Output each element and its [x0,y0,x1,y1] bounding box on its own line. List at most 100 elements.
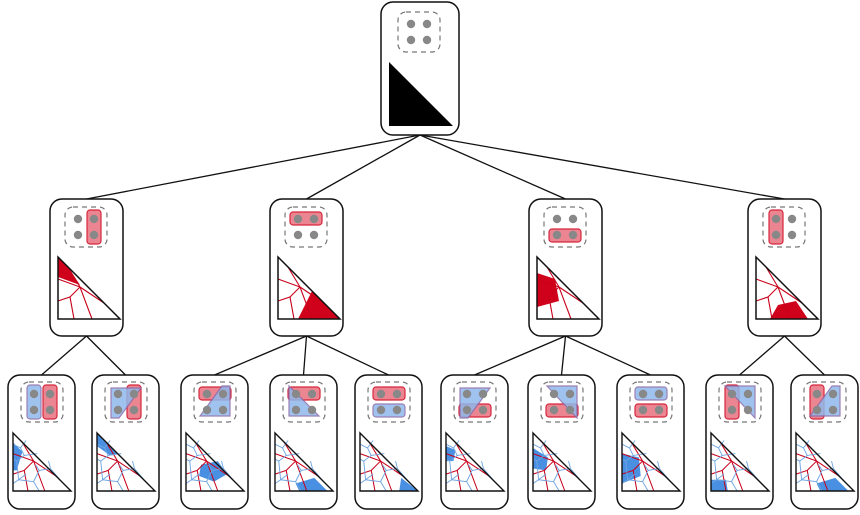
grid-dot [727,389,737,399]
dashed-frame [453,381,497,423]
edge-l1-l2-3 [214,335,307,376]
cell-line-red [795,469,812,492]
grid-dot [743,405,753,415]
cell-line-blue [297,464,302,471]
grid-dot [771,214,781,224]
cell-line-blue [457,453,471,456]
cell-line-blue [208,464,213,471]
grid-dot [202,405,212,415]
grid-dot [568,214,578,224]
cell-line-blue [274,447,287,462]
cell-line-red [630,442,644,462]
grid-dot [376,405,386,415]
grid-dot [113,389,123,399]
grid-dot [406,35,416,45]
cell-line-red [359,469,376,492]
cell-line-blue [96,447,109,462]
cell-line-red [553,460,577,477]
blue-region [13,442,23,471]
l2-node-7 [527,374,596,510]
mesh-triangle [277,255,342,320]
cell-line-red [206,460,230,477]
grid-dot [293,230,303,240]
grid-dot [549,405,559,415]
red-region [298,291,340,319]
grid-dot [129,389,139,399]
cell-line-blue [18,473,27,481]
cell-line-red [274,469,291,492]
cell-line-red [777,286,803,304]
triangle-outline [185,431,246,492]
grid-dot [422,35,432,45]
triangle-outline [621,431,682,492]
black-region [389,62,453,126]
cell-line-red [117,460,141,477]
dot-panel [20,381,64,423]
triangle-outline [274,431,335,492]
grid-dot [113,405,123,415]
mesh-triangle [185,431,246,492]
cell-line-blue [280,473,289,481]
triangle-outline [795,431,856,492]
dashed-frame [803,381,847,423]
cell-line-blue [280,479,302,492]
edge-l1-l2-4 [302,335,308,376]
triangle-outline [277,255,342,320]
mesh-triangle [274,431,335,492]
l2-node-6 [440,374,509,510]
cell-line-blue [102,473,111,481]
cell-line-red [107,460,118,471]
tree-nodes [7,1,859,510]
cell-line-blue [733,464,738,471]
cell-line-red [289,286,301,298]
cell-line-red [536,296,554,320]
dot-panel [284,206,328,248]
dot-panel [397,11,441,53]
grid-dot [218,405,228,415]
l1-node-2 [269,198,344,337]
cell-line-red [548,286,560,298]
dashed-frame [20,381,64,423]
grid-dot [552,230,562,240]
dot-panel [282,381,326,423]
cell-line-blue [481,460,484,469]
grid-dot [29,389,39,399]
grid-dot [392,405,402,415]
cell-line-red [299,286,325,304]
cell-line-blue [716,479,738,492]
l2-node-2 [91,374,160,510]
cell-line-red [719,442,733,462]
grid-dot [73,214,83,224]
cell-line-red [642,460,666,477]
cell-line-red [79,286,105,304]
cell-line-blue [801,473,810,481]
cell-line-blue [191,479,213,492]
mesh-triangle [710,431,771,492]
edge-root-l1-3 [419,134,566,200]
mesh-triangle [12,431,73,492]
cell-line-blue [382,464,387,471]
grid-dot [462,389,472,399]
grid-dot [202,389,212,399]
l2-node-1 [7,374,76,510]
triangle-outline [755,255,820,320]
cell-line-blue [544,453,558,456]
triangle-outline [12,431,73,492]
grid-dot [787,230,797,240]
dashed-frame [762,206,806,248]
grid-dot [771,230,781,240]
mesh-triangle [359,431,420,492]
edge-root-l1-4 [419,134,785,200]
grid-dot [828,389,838,399]
cell-line-red [368,442,382,462]
triangle-outline [710,431,771,492]
grid-dot [307,405,317,415]
cell-line-blue [795,447,808,462]
cell-line-blue [310,460,313,469]
dot-panel [718,381,762,423]
dot-panel [540,381,584,423]
mesh-triangle [445,431,506,492]
grid-dot [812,389,822,399]
cell-line-red [806,460,817,471]
triangle-outline [445,431,506,492]
